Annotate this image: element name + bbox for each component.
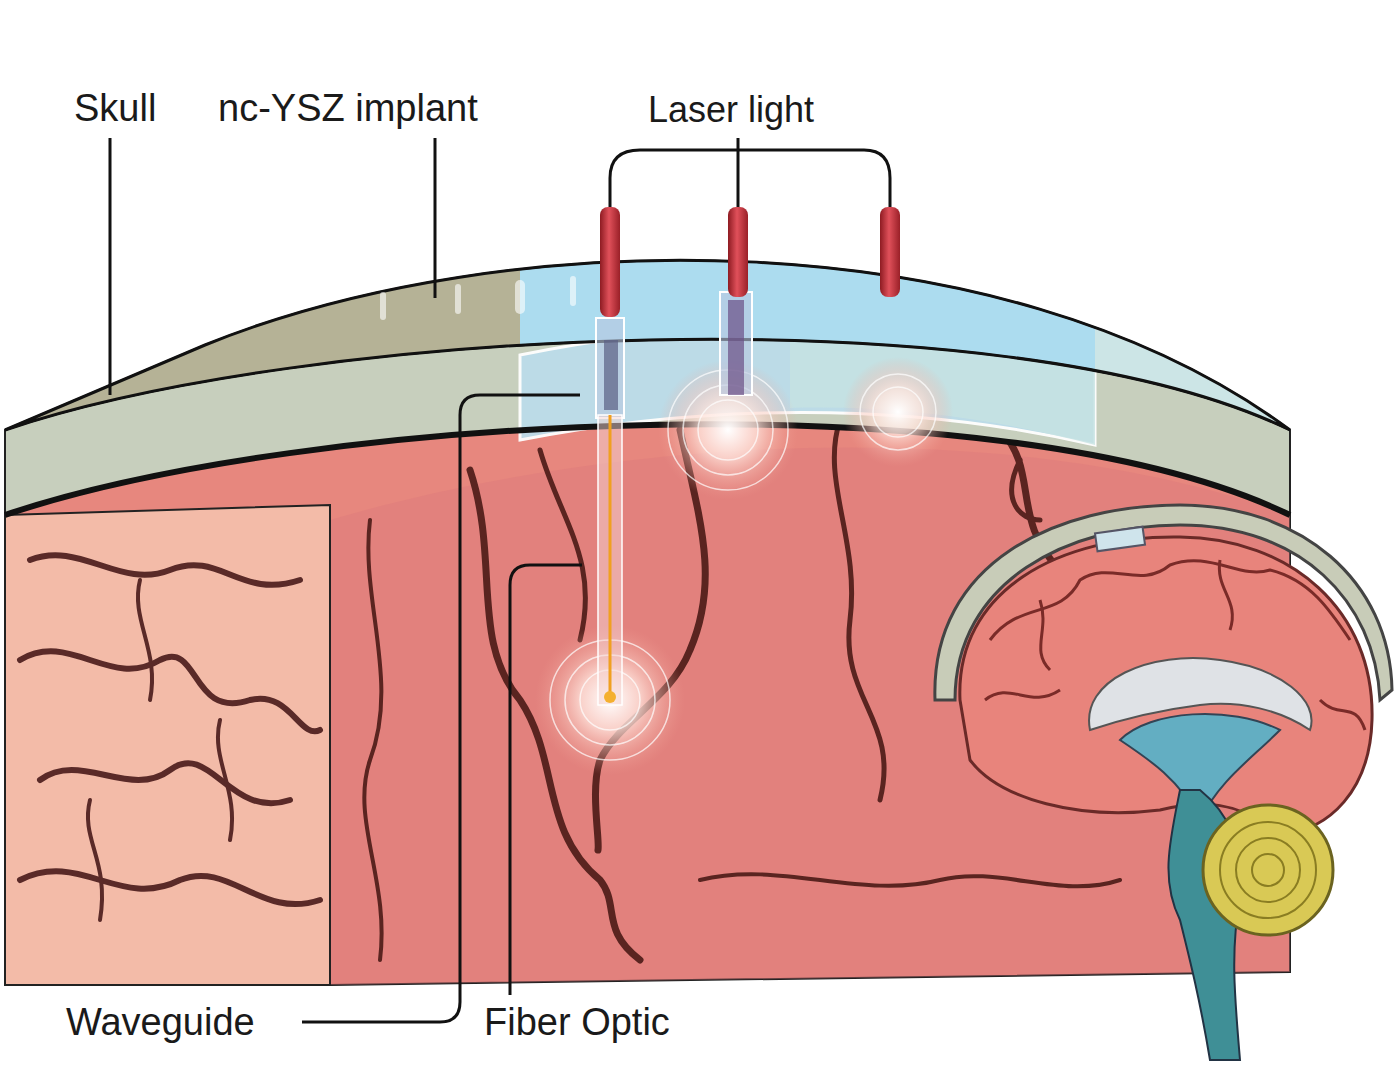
top-outline: [5, 260, 1290, 430]
implant-top-face: [5, 260, 1290, 430]
brain-left-face: [5, 505, 330, 985]
part-label: Waveguide: [66, 1000, 255, 1044]
light-spots: [535, 357, 953, 775]
implant-highlights: [380, 276, 576, 320]
laser-rods: [600, 207, 900, 317]
left-gyri: [20, 555, 320, 920]
skull-bottom-edge: [5, 424, 1290, 515]
part-label: Laser light: [648, 88, 814, 132]
laser-leader: [737, 138, 740, 207]
fiber-sheath: [598, 415, 622, 705]
fiber-tip: [604, 691, 616, 703]
inset-brain: [935, 505, 1392, 1060]
skull-top-right: [1095, 260, 1290, 430]
part-label: Skull: [74, 86, 156, 130]
part-label: nc-YSZ implant: [218, 86, 478, 130]
fiber-optic: [609, 415, 612, 695]
skull-top-face: [5, 260, 520, 430]
leader-lines: [110, 138, 582, 1022]
part-label: Fiber Optic: [484, 1000, 670, 1044]
laser-bracket: [610, 150, 890, 207]
